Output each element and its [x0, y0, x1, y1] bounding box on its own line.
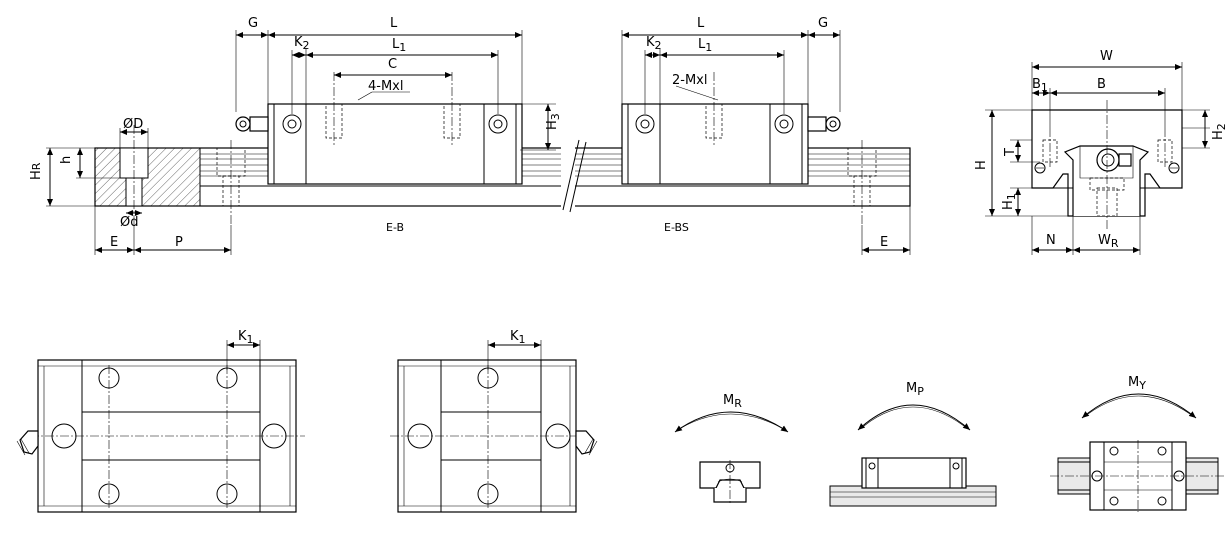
label-h: H [974, 160, 989, 170]
label-b1: B1 [1032, 77, 1048, 94]
dimensions-side [46, 30, 911, 255]
block-ebs-side [621, 72, 841, 185]
label-h-small: h [59, 156, 74, 164]
label-n: N [1046, 233, 1056, 248]
moment-my: MY [1050, 375, 1225, 512]
moment-mp: MP [829, 381, 997, 507]
grease-nipple-right [807, 116, 841, 132]
label-phi-d-large: ØD [123, 117, 143, 132]
label-l-left: L [390, 16, 398, 31]
label-mr: MR [723, 393, 742, 410]
label-p: P [175, 235, 183, 250]
label-h1: H1 [1001, 193, 1018, 210]
grease-nipple-ebs-top [575, 430, 598, 456]
block-eb-side [235, 72, 523, 185]
label-b: B [1097, 77, 1106, 92]
label-h3: H3 [545, 113, 562, 130]
label-k1-ebs: K1 [510, 329, 526, 346]
label-e-right: E [880, 235, 888, 250]
label-l1-left: L1 [392, 37, 406, 54]
label-k1-eb: K1 [238, 329, 254, 346]
label-g-right: G [818, 16, 828, 31]
label-c: C [388, 57, 397, 72]
moment-mr: MR [674, 393, 789, 505]
label-mp: MP [906, 381, 924, 398]
end-view: W B1 B T H H1 H2 N WR [974, 49, 1228, 255]
label-l-right: L [697, 16, 705, 31]
grease-nipple-left [235, 116, 269, 132]
top-view-eb: K1 [16, 329, 305, 513]
label-e-left: E [110, 235, 118, 250]
label-e-bs: E-BS [664, 221, 689, 234]
label-k2-left: K2 [294, 35, 310, 52]
label-wr: WR [1098, 233, 1119, 250]
label-t: T [1003, 148, 1018, 157]
label-h2: H2 [1211, 123, 1228, 140]
grease-nipple-eb-top [16, 430, 39, 456]
label-w: W [1100, 49, 1113, 64]
label-2-mxl: 2-Mxl [672, 73, 707, 88]
top-view-ebs: K1 [390, 329, 598, 513]
label-e-b: E-B [386, 221, 404, 234]
label-4-mxl: 4-Mxl [368, 79, 403, 94]
side-view: G L K2 L1 C 4-Mxl H3 L G K2 L1 2-Mxl ØD … [29, 16, 911, 255]
rail-holes-hidden [216, 140, 877, 225]
label-k2-right: K2 [646, 35, 662, 52]
label-l1-right: L1 [698, 37, 712, 54]
break-mark [561, 139, 587, 214]
label-phi-d-small: Ød [120, 215, 138, 230]
label-hr: HR [29, 162, 44, 180]
label-my: MY [1128, 375, 1146, 392]
label-g-left: G [248, 16, 258, 31]
rail-section-hatched [94, 125, 201, 222]
